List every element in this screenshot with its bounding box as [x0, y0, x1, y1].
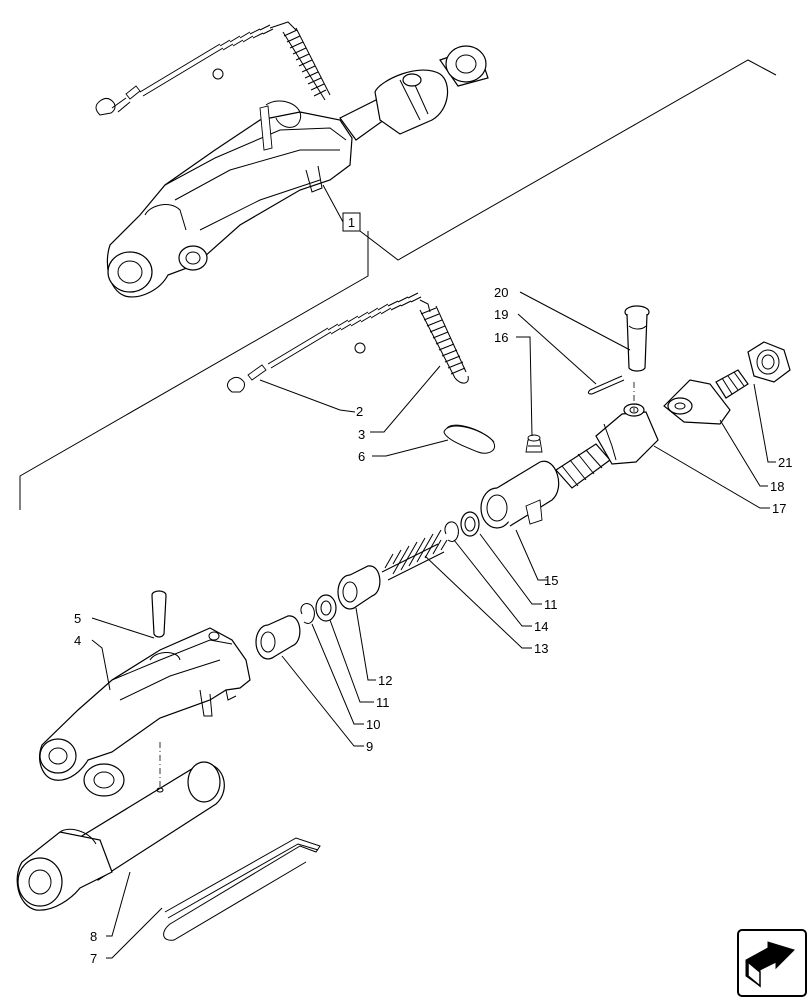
part-spring — [419, 305, 469, 384]
part-pin-5 — [151, 590, 167, 638]
callout-4: 4 — [74, 633, 81, 648]
part-grease-nipple — [525, 434, 543, 453]
assembly-bracket: 1 — [19, 59, 777, 510]
part-bushing-9 — [255, 615, 301, 660]
callout-12: 12 — [378, 673, 392, 688]
assembly-chain — [95, 21, 297, 116]
callout-20: 20 — [494, 285, 508, 300]
part-compression-spring — [381, 529, 448, 581]
callout-18: 18 — [770, 479, 784, 494]
part-circlip-lower — [300, 603, 315, 624]
leader-lines — [91, 291, 776, 959]
callout-5: 5 — [74, 611, 81, 626]
part-cylinder — [16, 761, 225, 911]
part-washer-lower — [315, 594, 337, 622]
part-cotter-pin — [587, 375, 625, 395]
callout-9: 9 — [366, 739, 373, 754]
part-sleeve — [480, 460, 560, 529]
assembly-spring — [282, 27, 331, 101]
part-washer-upper — [460, 511, 480, 537]
callout-labels: 20 19 16 2 3 6 21 18 17 15 11 14 13 5 4 … — [74, 285, 792, 966]
callout-19: 19 — [494, 307, 508, 322]
part-bushing-12 — [337, 565, 381, 610]
callout-7: 7 — [90, 951, 97, 966]
part-threaded-fork — [555, 403, 659, 489]
part-chain — [226, 292, 431, 393]
part-wire-clip — [163, 837, 321, 941]
callout-6: 6 — [358, 449, 365, 464]
part-ring — [443, 424, 496, 454]
callout-14: 14 — [534, 619, 548, 634]
callout-21: 21 — [778, 455, 792, 470]
part-pin-top — [624, 305, 650, 372]
assembly-ref-label: 1 — [348, 215, 355, 230]
callout-11-upper: 11 — [544, 597, 558, 612]
callout-15: 15 — [544, 573, 558, 588]
assembled-top-link — [95, 21, 489, 298]
callout-11-lower: 11 — [376, 695, 390, 710]
next-page-arrow-icon[interactable] — [737, 929, 807, 997]
callout-3: 3 — [358, 427, 365, 442]
callout-8: 8 — [90, 929, 97, 944]
callout-13: 13 — [534, 641, 548, 656]
part-nut — [747, 341, 791, 383]
callout-17: 17 — [772, 501, 786, 516]
callout-16: 16 — [494, 330, 508, 345]
assembly-ref-box — [342, 212, 361, 232]
part-ball-end — [663, 369, 749, 425]
part-circlip-upper — [444, 521, 459, 542]
callout-2: 2 — [356, 404, 363, 419]
callout-10: 10 — [366, 717, 380, 732]
part-link-body — [39, 627, 251, 797]
